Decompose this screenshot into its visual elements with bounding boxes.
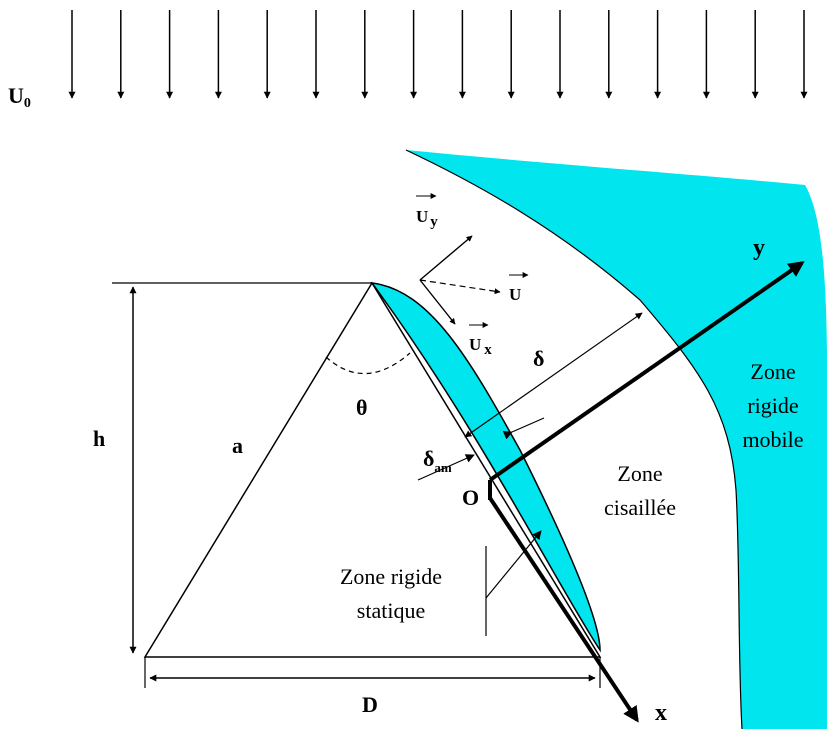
zone-boundary-curve [405,149,743,729]
y-axis-label: y [753,235,765,261]
velocity-y-vector [419,235,473,281]
delta-am-arrow-inner [417,454,475,481]
y-axis [488,261,805,482]
svg-text:Zone: Zone [750,359,795,384]
origin-label: O [462,485,479,510]
svg-text:rigide: rigide [747,393,798,418]
flow-velocity-label: U0 [8,83,31,111]
side-label: a [232,433,243,458]
svg-text:mobile: mobile [742,427,803,452]
zone-rigid-static-label: Zone rigide statique [340,564,442,623]
svg-text:statique: statique [357,598,425,623]
angle-label: θ [356,395,367,420]
delta-am-arrow-outer [502,417,545,440]
svg-text:Zone: Zone [617,461,662,486]
x-axis [488,496,639,723]
rigid-mobile-zone [406,150,827,729]
delta-am-label: δam [423,446,452,475]
zone-sheared-label: Zone cisaillée [604,461,676,520]
static-zone-pointer-arrow [485,530,542,599]
height-label: h [93,426,105,451]
u-label: U [509,285,521,304]
svg-text:cisaillée: cisaillée [604,495,676,520]
velocity-x-vector [419,279,456,325]
sheared-boundary-layer [370,282,601,653]
x-axis-label: x [655,700,667,726]
svg-text:Zone rigide: Zone rigide [340,564,442,589]
delta-label: δ [533,346,544,371]
cone-triangle [143,281,602,658]
delta-dimension [464,312,643,438]
incoming-flow-arrows [68,10,808,99]
velocity-vector [419,279,501,295]
apex-angle-arc [325,352,411,375]
zone-rigid-mobile-label: Zone rigide mobile [742,359,803,452]
base-label: D [362,692,378,717]
